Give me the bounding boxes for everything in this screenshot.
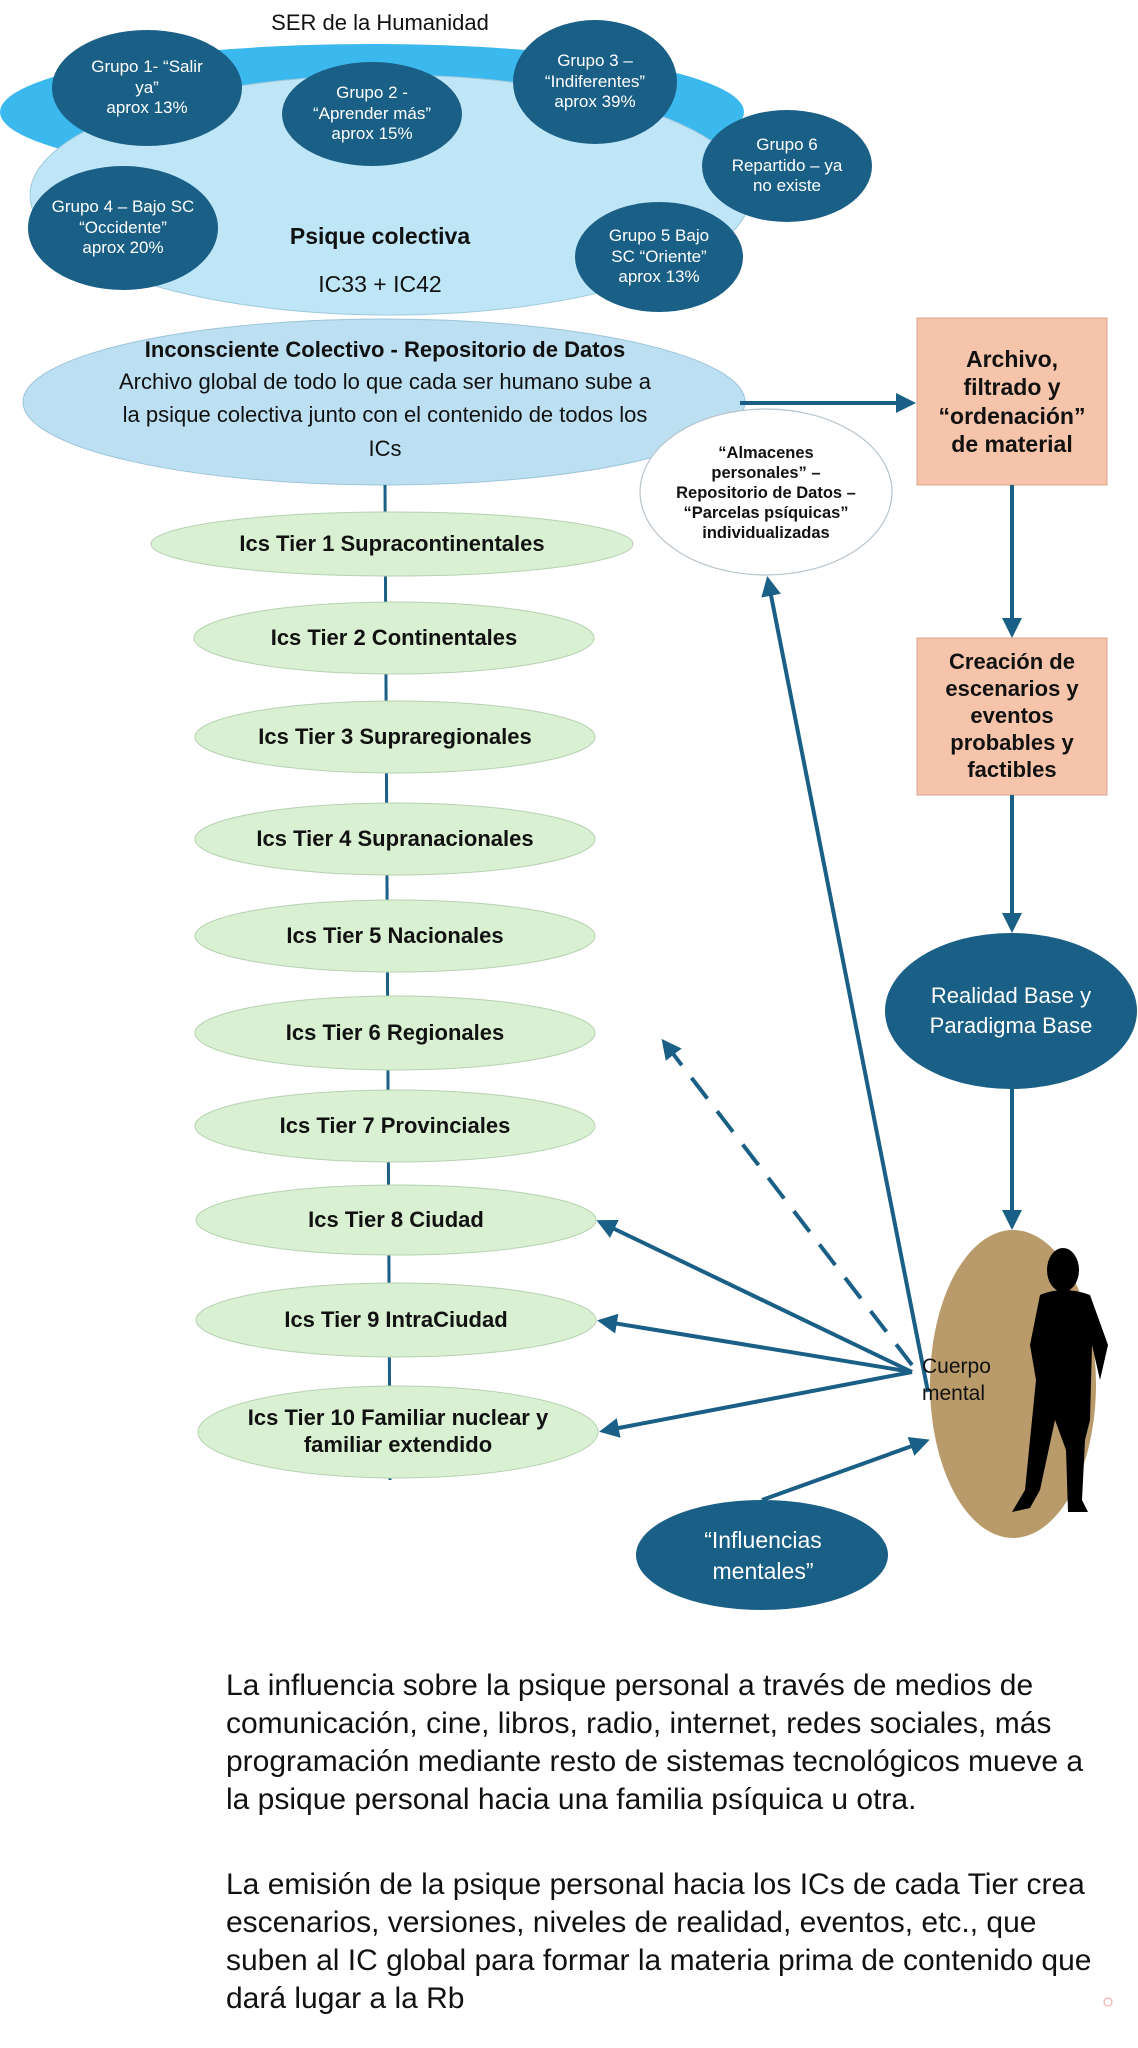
arrow-cuerpo-to-almacenes bbox=[761, 576, 930, 1393]
tier-5-label: Ics Tier 5 Nacionales bbox=[286, 922, 504, 948]
grupo-6-label: Grupo 6 Repartido – ya no existe bbox=[702, 112, 872, 220]
tier-10-ellipse[interactable] bbox=[197, 1385, 599, 1479]
grupo-6-line: Repartido – ya bbox=[731, 155, 843, 175]
archivo-box[interactable] bbox=[916, 317, 1108, 486]
creacion-line: escenarios y bbox=[945, 676, 1079, 702]
person-silhouette-icon bbox=[1012, 1248, 1108, 1512]
creacion-line: Creación de bbox=[949, 649, 1075, 675]
tier-7-label: Ics Tier 7 Provinciales bbox=[279, 1112, 511, 1138]
grupo-2-label: Grupo 2 - “Aprender más” aprox 15% bbox=[282, 62, 462, 166]
grupo-5-line: aprox 13% bbox=[618, 267, 700, 287]
tier-10-label: Ics Tier 10 Familiar nuclear y familiar … bbox=[247, 1405, 549, 1457]
ic-title: Inconsciente Colectivo - Repositorio de … bbox=[144, 336, 626, 362]
realidad-base-label: Realidad Base y Paradigma Base bbox=[885, 960, 1137, 1062]
grupo-2-line: Grupo 2 - bbox=[336, 82, 408, 102]
grupo-6-line: no existe bbox=[752, 176, 822, 196]
archivo-line: de material bbox=[951, 430, 1073, 457]
grupo-4-line: Grupo 4 – Bajo SC bbox=[51, 196, 195, 216]
grupo-3-ellipse[interactable] bbox=[513, 20, 677, 144]
tier-4-label: Ics Tier 4 Supranacionales bbox=[256, 825, 534, 851]
paragraph-emision: La emisión de la psique personal hacia l… bbox=[226, 1868, 1092, 2015]
influencias-ellipse[interactable] bbox=[636, 1500, 888, 1610]
archivo-line: “ordenación” bbox=[938, 402, 1086, 429]
grupo-3-label: Grupo 3 – “Indiferentes” aprox 39% bbox=[513, 28, 677, 136]
almacenes-line: “Almacenes bbox=[718, 443, 814, 462]
creacion-line: factibles bbox=[967, 756, 1057, 782]
ic-line-3: ICs bbox=[368, 435, 402, 461]
almacenes-line: personales” – bbox=[711, 463, 821, 482]
grupo-5-ellipse[interactable] bbox=[575, 202, 743, 312]
cuerpo-mental-label: Cuerpo mental bbox=[922, 1340, 1022, 1420]
tier-1-label: Ics Tier 1 Supracontinentales bbox=[239, 530, 545, 556]
almacenes-label: “Almacenes personales” – Repositorio de … bbox=[648, 420, 884, 566]
grupo-2-line: “Aprender más” bbox=[312, 103, 432, 123]
realidad-base-ellipse[interactable] bbox=[885, 933, 1137, 1089]
tier-9-label: Ics Tier 9 IntraCiudad bbox=[284, 1306, 508, 1332]
grupo-3-line: Grupo 3 – bbox=[557, 50, 633, 70]
creacion-line: eventos bbox=[970, 703, 1054, 729]
almacenes-ellipse[interactable] bbox=[639, 408, 893, 576]
influencias-line: “Influencias bbox=[704, 1526, 822, 1553]
arrow-cuerpo-to-tier10 bbox=[599, 1370, 913, 1438]
archivo-line: filtrado y bbox=[963, 374, 1061, 401]
grupo-4-line: aprox 20% bbox=[82, 238, 164, 258]
almacenes-line: Repositorio de Datos – bbox=[676, 483, 856, 502]
tier-5-ellipse[interactable] bbox=[194, 899, 596, 973]
archivo-line: Archivo, bbox=[965, 346, 1059, 373]
grupo-1-line: Grupo 1- “Salir bbox=[91, 56, 203, 76]
almacenes-line: individualizadas bbox=[702, 524, 830, 543]
grupo-4-label: Grupo 4 – Bajo SC “Occidente” aprox 20% bbox=[28, 174, 218, 282]
arrow-cuerpo-to-tier9 bbox=[597, 1313, 913, 1374]
arrow-cuerpo-to-tier6-dashed bbox=[661, 1038, 914, 1367]
tier-6-label: Ics Tier 6 Regionales bbox=[285, 1019, 505, 1045]
archivo-label: Archivo, filtrado y “ordenación” de mate… bbox=[917, 318, 1107, 485]
grupo-2-line: aprox 15% bbox=[331, 124, 413, 144]
grupo-1-line: ya” bbox=[135, 77, 159, 97]
tier-8-ellipse[interactable] bbox=[195, 1184, 597, 1256]
tier-8-label: Ics Tier 8 Ciudad bbox=[308, 1206, 484, 1232]
psique-colectiva-sub: IC33 + IC42 bbox=[318, 270, 442, 297]
realidad-line: Paradigma Base bbox=[929, 1013, 1093, 1038]
creacion-line: probables y bbox=[950, 729, 1074, 755]
cuerpo-line: mental bbox=[922, 1382, 986, 1405]
arrow-influencias-to-cuerpo bbox=[761, 1437, 930, 1502]
ic-line-1: Archivo global de todo lo que cada ser h… bbox=[118, 368, 652, 394]
grupo-1-ellipse[interactable] bbox=[52, 30, 242, 146]
arrow-cuerpo-to-tier8 bbox=[596, 1219, 913, 1374]
grupo-4-line: “Occidente” bbox=[79, 217, 167, 237]
influencias-label: “Influencias mentales” bbox=[640, 1508, 886, 1604]
grupo-4-ellipse[interactable] bbox=[28, 166, 218, 290]
tier-2-ellipse[interactable] bbox=[193, 601, 595, 675]
tier-4-ellipse[interactable] bbox=[194, 802, 596, 876]
tier-3-ellipse[interactable] bbox=[194, 700, 596, 774]
almacenes-line: “Parcelas psíquicas” bbox=[683, 504, 849, 523]
grupo-6-ellipse[interactable] bbox=[702, 110, 872, 222]
grupo-1-label: Grupo 1- “Salir ya” aprox 13% bbox=[52, 34, 242, 142]
tier-9-ellipse[interactable] bbox=[195, 1282, 597, 1358]
tier-6-ellipse[interactable] bbox=[194, 995, 596, 1071]
ic-line-2: la psique colectiva junto con el conteni… bbox=[122, 401, 648, 427]
influencias-line: mentales” bbox=[712, 1558, 814, 1584]
realidad-line: Realidad Base y bbox=[930, 983, 1092, 1009]
tier-1-ellipse[interactable] bbox=[150, 511, 634, 577]
cuerpo-line: Cuerpo bbox=[922, 1354, 991, 1378]
grupo-6-line: Grupo 6 bbox=[756, 134, 818, 154]
faint-mark-icon bbox=[1103, 1997, 1113, 2007]
tier-2-label: Ics Tier 2 Continentales bbox=[270, 624, 518, 650]
grupo-1-line: aprox 13% bbox=[106, 98, 188, 118]
grupo-2-ellipse[interactable] bbox=[282, 62, 462, 166]
grupo-5-label: Grupo 5 Bajo SC “Oriente” aprox 13% bbox=[575, 203, 743, 311]
tier-7-ellipse[interactable] bbox=[194, 1089, 596, 1163]
psique-colectiva-title: Psique colectiva bbox=[289, 222, 471, 249]
creacion-label: Creación de escenarios y eventos probabl… bbox=[917, 638, 1107, 795]
grupo-5-line: Grupo 5 Bajo bbox=[608, 225, 710, 245]
ser-humanidad-title: SER de la Humanidad bbox=[271, 9, 489, 35]
grupo-3-line: aprox 39% bbox=[554, 92, 636, 112]
grupo-5-line: SC “Oriente” bbox=[611, 246, 707, 266]
grupo-3-line: “Indiferentes” bbox=[544, 71, 646, 91]
tier-3-label: Ics Tier 3 Supraregionales bbox=[258, 723, 532, 749]
paragraph-influencia: La influencia sobre la psique personal a… bbox=[226, 1669, 1084, 1816]
